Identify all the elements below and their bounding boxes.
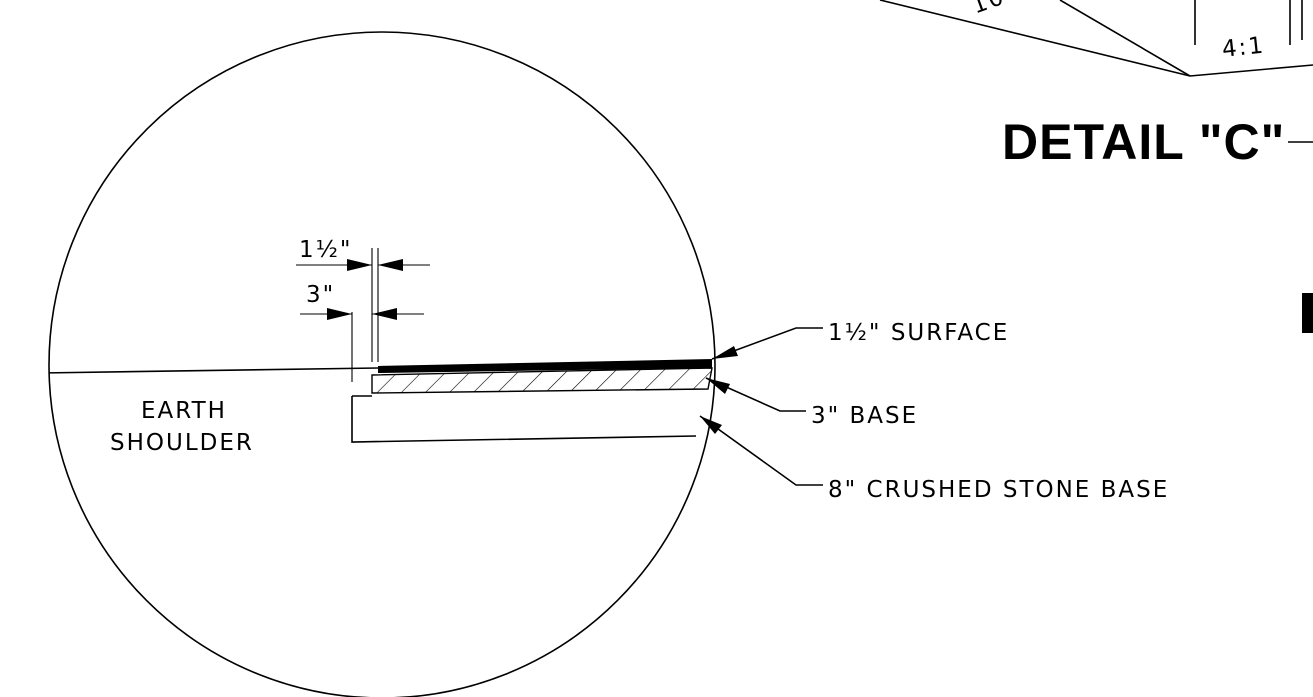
detail-title: DETAIL "C" bbox=[1002, 114, 1285, 170]
surface-layer bbox=[378, 359, 712, 373]
base-dim-arrow-right bbox=[372, 308, 397, 320]
upper-detail-fragment: 10' 4:1 bbox=[879, 0, 1313, 77]
base-dim-arrow-left bbox=[327, 308, 352, 320]
stone-leader bbox=[699, 415, 823, 486]
base-leader-arrow bbox=[706, 378, 730, 394]
surface-dim-arrow-left bbox=[347, 259, 372, 271]
partial-title-glyph bbox=[1302, 293, 1313, 333]
detail-circle bbox=[48, 31, 716, 697]
slope-line-long bbox=[879, 0, 1191, 77]
surface-leader-arrow bbox=[712, 346, 738, 359]
slope-line-short bbox=[1059, 0, 1191, 77]
surface-callout: 1½" SURFACE bbox=[828, 320, 1009, 346]
stone-leader-arrow bbox=[700, 416, 722, 434]
dimension-group: 1½" 3" bbox=[296, 237, 430, 382]
surface-dim-arrow-right bbox=[378, 259, 403, 271]
ground-line bbox=[49, 367, 379, 374]
surface-leader bbox=[711, 327, 823, 360]
callout-leaders bbox=[699, 327, 823, 486]
base-layer bbox=[371, 367, 713, 394]
base-dim-text: 3" bbox=[306, 282, 335, 308]
base-leader bbox=[705, 377, 806, 412]
pavement-section bbox=[351, 359, 713, 443]
earth-label-line2: SHOULDER bbox=[110, 430, 254, 456]
earth-label-line1: EARTH bbox=[141, 398, 227, 424]
crushed-stone-layer bbox=[351, 396, 697, 443]
slope-ratio-label: 4:1 bbox=[1221, 32, 1266, 62]
stone-callout: 8" CRUSHED STONE BASE bbox=[828, 477, 1169, 503]
slope-line-right bbox=[1189, 64, 1313, 77]
base-callout: 3" BASE bbox=[811, 403, 918, 429]
surface-dim-text: 1½" bbox=[299, 237, 353, 263]
partial-top-label: 10' bbox=[969, 0, 1017, 19]
